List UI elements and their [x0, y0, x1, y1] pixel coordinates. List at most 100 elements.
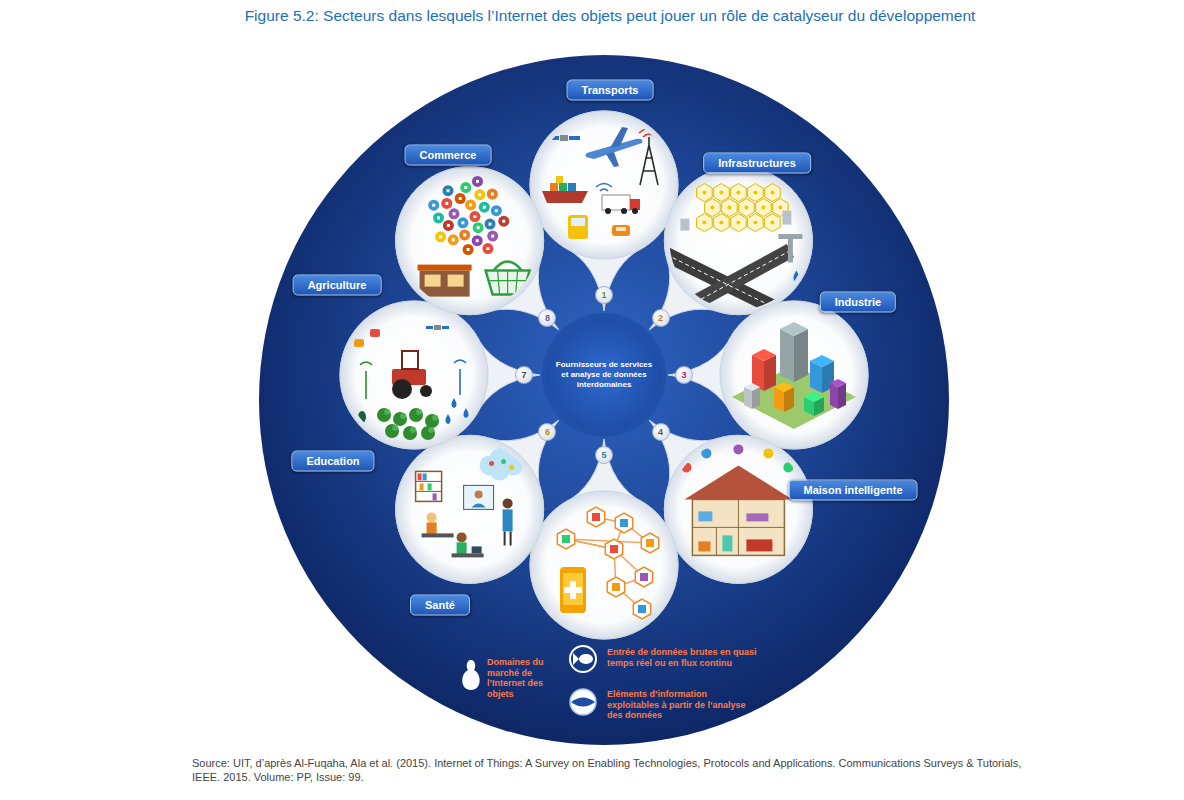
health-icon: [620, 519, 628, 527]
signal: [639, 129, 659, 138]
water-drop: [452, 398, 457, 408]
callout-number: 6: [538, 423, 556, 441]
desk: [452, 553, 484, 557]
container: [556, 176, 563, 183]
water-drop: [446, 414, 451, 424]
cloud-icon: [489, 461, 494, 466]
commerce-icon: [432, 204, 435, 207]
health-icon: [610, 545, 618, 553]
plant: [377, 408, 391, 422]
sector-label: Maison intelligente: [788, 480, 917, 501]
health-icon: [640, 573, 648, 581]
building-roof: [810, 355, 834, 367]
label-text: Transports: [582, 84, 639, 97]
student: [427, 522, 437, 534]
message-icon: [370, 329, 380, 337]
label-text: Santé: [425, 599, 455, 612]
sector-label: Infrastructures: [703, 153, 811, 174]
petal-circle: [664, 167, 812, 315]
building-face: [838, 383, 846, 409]
label-text: Fournisseurs de services et analyse de d…: [554, 360, 654, 390]
grid-node: [710, 206, 714, 210]
commerce-icon: [487, 189, 498, 200]
commerce-icon: [495, 209, 498, 212]
network-hex: [605, 539, 622, 559]
sector-label: Industrie: [820, 292, 896, 313]
commerce-icon: [473, 222, 484, 233]
raw-data-icon: [570, 646, 596, 672]
commerce-icon: [469, 203, 472, 206]
furniture: [698, 541, 710, 551]
commerce-icon: [465, 199, 476, 210]
legend-text: Domaines du marché de l’Internet des obj…: [487, 657, 544, 699]
legend-item: Domaines du marché de l’Internet des obj…: [487, 657, 563, 699]
plant: [403, 426, 417, 440]
sector-label: Commerce: [405, 145, 492, 166]
petal-circle: [396, 167, 544, 315]
screen: [464, 485, 494, 509]
petal-stem: [668, 301, 868, 449]
figure-title: Figure 5.2: Secteurs dans lesquels l’Int…: [40, 6, 1180, 25]
grid-hex: [697, 214, 713, 232]
sector-label: Education: [291, 451, 374, 472]
container: [550, 183, 558, 191]
network-hex: [635, 567, 652, 587]
commerce-icon: [476, 180, 479, 183]
commerce-icon: [443, 185, 454, 196]
message-icon: [354, 339, 364, 347]
desk: [422, 533, 454, 537]
grid-hex: [748, 184, 764, 202]
commerce-icon: [435, 231, 446, 242]
person: [475, 490, 483, 498]
petal-stem: [530, 111, 678, 311]
petal-stem: [530, 439, 678, 639]
commerce-icon: [473, 215, 476, 218]
commerce-icon: [460, 182, 471, 193]
book: [423, 473, 427, 480]
grid-hex: [714, 184, 730, 202]
teacher: [503, 498, 513, 508]
teacher: [503, 509, 513, 531]
network-hex: [607, 577, 624, 597]
commerce-icon: [483, 206, 486, 209]
plant: [384, 409, 390, 415]
plant: [425, 414, 439, 428]
bookshelf: [416, 471, 442, 501]
grid-hex: [731, 214, 747, 232]
plane: [606, 152, 619, 167]
phone-screen: [563, 573, 583, 605]
plane: [610, 127, 628, 148]
grid-node: [736, 221, 740, 225]
commerce-icon: [469, 211, 480, 222]
shop: [420, 271, 470, 297]
commerce-icon: [455, 193, 466, 204]
commerce-icon: [439, 235, 442, 238]
network-hex: [615, 513, 632, 533]
building-roof: [744, 383, 760, 391]
legend-text: Eléments d’information exploitables à pa…: [607, 689, 746, 720]
sector-illustration: [542, 127, 659, 239]
grid-hex: [697, 184, 713, 202]
water-drop: [464, 408, 469, 418]
label-text: Maison intelligente: [803, 484, 902, 497]
grid-node: [719, 221, 723, 225]
house: [692, 499, 784, 555]
grid-hex: [756, 199, 772, 217]
health-icon: [592, 513, 600, 521]
raw-data-icon: [573, 653, 579, 665]
commerce-icon: [476, 239, 479, 242]
commerce-icon: [477, 226, 480, 229]
basket: [489, 271, 527, 295]
commerce-icon: [487, 231, 498, 242]
callout-number: 1: [595, 286, 613, 304]
label-text: Education: [306, 455, 359, 468]
building-face: [830, 383, 838, 409]
building-roof: [804, 392, 824, 402]
building-face: [794, 329, 808, 382]
stem-shape: [340, 301, 540, 449]
commerce-icon: [485, 219, 496, 230]
commerce-icon: [498, 216, 509, 227]
legend-item: Eléments d’information exploitables à pa…: [607, 689, 757, 721]
building-roof: [830, 379, 846, 387]
commerce-icon: [463, 244, 474, 255]
